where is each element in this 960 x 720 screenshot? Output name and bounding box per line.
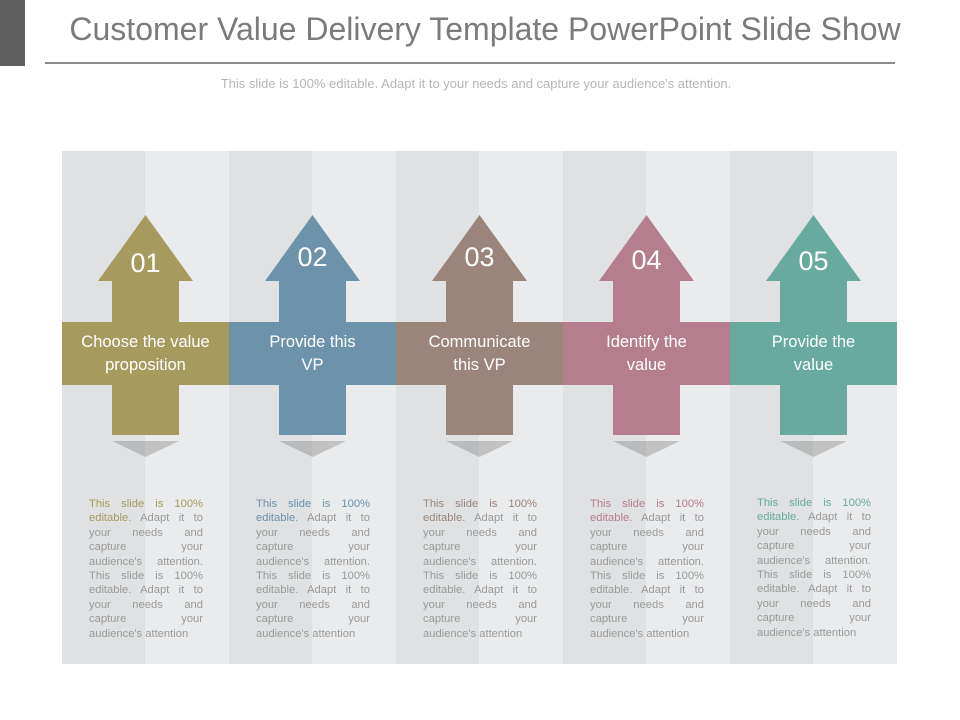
step-label: Choose the value proposition bbox=[66, 331, 225, 377]
step-number: 03 bbox=[464, 242, 495, 272]
step-description-rest: Adapt it to your needs and capture your … bbox=[423, 512, 537, 640]
step-number: 01 bbox=[130, 248, 161, 278]
step-label-line: this VP bbox=[453, 356, 506, 374]
step-arrow-shape bbox=[396, 215, 563, 457]
step-description: This slide is 100% editable. Adapt it to… bbox=[423, 497, 537, 641]
step-label: Provide this VP bbox=[233, 331, 392, 377]
step-description-lead: This slide is 100% editable. bbox=[89, 498, 203, 525]
step-description: This slide is 100% editable. Adapt it to… bbox=[590, 497, 704, 641]
step-label-line: VP bbox=[301, 356, 324, 374]
step-4: 04 Identify the value This slide is 100%… bbox=[563, 151, 730, 664]
step-label: Identify the value bbox=[567, 331, 726, 377]
step-description-lead: This slide is 100% editable. bbox=[256, 498, 370, 525]
steps-board: 01 Choose the value proposition This sli… bbox=[62, 151, 897, 664]
step-arrow-shape bbox=[730, 215, 897, 457]
step-label-line: Provide the bbox=[771, 333, 856, 351]
step-1: 01 Choose the value proposition This sli… bbox=[62, 151, 229, 664]
step-5: 05 Provide the value This slide is 100% … bbox=[730, 151, 897, 664]
step-description-lead: This slide is 100% editable. bbox=[590, 498, 704, 525]
step-3: 03 Communicate this VP This slide is 100… bbox=[396, 151, 563, 664]
step-description-rest: Adapt it to your needs and capture your … bbox=[89, 512, 203, 640]
step-description-rest: Adapt it to your needs and capture your … bbox=[757, 511, 871, 639]
step-label: Provide the value bbox=[734, 331, 893, 377]
step-label-line: proposition bbox=[105, 356, 186, 374]
slide-subtitle: This slide is 100% editable. Adapt it to… bbox=[220, 76, 732, 91]
step-label-line: Provide this bbox=[269, 333, 356, 351]
step-label-line: Communicate bbox=[428, 333, 531, 351]
corner-accent bbox=[0, 0, 25, 66]
step-description-lead: This slide is 100% editable. bbox=[757, 497, 871, 524]
step-arrow-shape bbox=[563, 215, 730, 457]
step-description-lead: This slide is 100% editable. bbox=[423, 498, 537, 525]
step-label-line: value bbox=[793, 356, 834, 374]
step-number: 05 bbox=[798, 246, 829, 276]
step-number: 04 bbox=[631, 245, 662, 275]
step-description: This slide is 100% editable. Adapt it to… bbox=[757, 496, 871, 640]
step-description: This slide is 100% editable. Adapt it to… bbox=[256, 497, 370, 641]
title-divider bbox=[45, 62, 895, 64]
step-2: 02 Provide this VP This slide is 100% ed… bbox=[229, 151, 396, 664]
step-arrow-shape bbox=[229, 215, 396, 457]
step-label: Communicate this VP bbox=[400, 331, 559, 377]
step-arrow-shape bbox=[62, 215, 229, 457]
step-label-line: value bbox=[626, 356, 667, 374]
step-number: 02 bbox=[297, 242, 328, 272]
step-description: This slide is 100% editable. Adapt it to… bbox=[89, 497, 203, 641]
step-label-line: Choose the value bbox=[81, 333, 210, 351]
slide-title: Customer Value Delivery Template PowerPo… bbox=[69, 11, 901, 47]
step-label-line: Identify the bbox=[606, 333, 687, 351]
step-description-rest: Adapt it to your needs and capture your … bbox=[256, 512, 370, 640]
step-description-rest: Adapt it to your needs and capture your … bbox=[590, 512, 704, 640]
